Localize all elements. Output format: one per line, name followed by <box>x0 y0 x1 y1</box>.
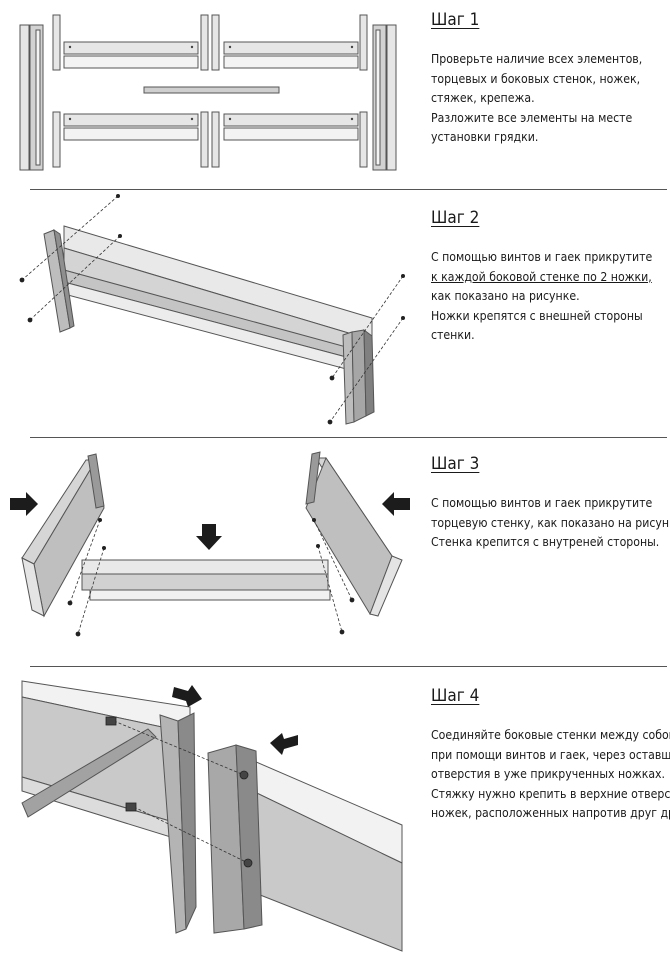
step-1-illustration <box>19 14 397 171</box>
step-3-line: С помощью винтов и гаек прикрутите <box>431 496 653 510</box>
step-1-text-block: Шаг 1 Проверьте наличие всех элементов, … <box>431 10 667 148</box>
step-4-line: ножек, расположенных напротив друг друга… <box>431 806 670 821</box>
step-4-line: Стяжку нужно крепить в верхние отверстия <box>431 786 670 801</box>
step-3-text-block: Шаг 3 С помощью винтов и гаек прикрутите… <box>431 454 670 553</box>
divider-2 <box>30 437 667 438</box>
step-4-text-block: Шаг 4 Соединяйте боковые стенки между со… <box>431 686 670 824</box>
step-2-line: как показано на рисунке. <box>431 289 580 304</box>
step-3-illustration <box>10 451 410 637</box>
step-1-line: установки грядки. <box>431 130 539 145</box>
step-2-title: Шаг 2 <box>431 208 480 228</box>
step-4-title: Шаг 4 <box>431 686 480 706</box>
step-1-line: Проверьте наличие всех элементов, <box>431 52 643 66</box>
step-2-description: С помощью винтов и гаек прикрутите к каж… <box>431 248 667 346</box>
step-2-line-underlined: к каждой боковой стенке по 2 ножки, <box>431 269 652 284</box>
step-4: Шаг 4 Соединяйте боковые стенки между со… <box>0 667 670 960</box>
step-3-title: Шаг 3 <box>431 454 480 474</box>
step-1: Шаг 1 Проверьте наличие всех элементов, … <box>0 0 670 190</box>
divider-1 <box>30 189 667 190</box>
step-2-line: Ножки крепятся с внешней стороны <box>431 308 643 323</box>
step-3-description: С помощью винтов и гаек прикрутите торце… <box>431 494 670 553</box>
step-4-description: Соединяйте боковые стенки между собой пр… <box>431 726 670 824</box>
step-2-text-block: Шаг 2 С помощью винтов и гаек прикрутите… <box>431 208 667 346</box>
step-2-line: стенки. <box>431 328 475 343</box>
step-3-line: торцевую стенку, как показано на рисунке… <box>431 515 670 530</box>
divider-3 <box>30 666 667 667</box>
step-3: Шаг 3 С помощью винтов и гаек прикрутите… <box>0 438 670 666</box>
step-4-line: Соединяйте боковые стенки между собой <box>431 728 670 742</box>
step-2-illustration <box>19 194 405 425</box>
step-4-line: отверстия в уже прикрученных ножках. <box>431 767 666 782</box>
step-1-line: торцевых и боковых стенок, ножек, <box>431 71 641 86</box>
step-1-line: стяжек, крепежа. <box>431 91 535 106</box>
step-2-line: С помощью винтов и гаек прикрутите <box>431 250 653 264</box>
step-3-line: Стенка крепится с внутреней стороны. <box>431 535 660 550</box>
step-4-illustration <box>21 680 403 952</box>
step-1-title: Шаг 1 <box>431 10 480 30</box>
step-4-line: при помощи винтов и гаек, через оставшие… <box>431 747 670 762</box>
step-2: Шаг 2 С помощью винтов и гаек прикрутите… <box>0 190 670 437</box>
step-1-description: Проверьте наличие всех элементов, торцев… <box>431 50 667 148</box>
step-1-line: Разложите все элементы на месте <box>431 110 633 125</box>
